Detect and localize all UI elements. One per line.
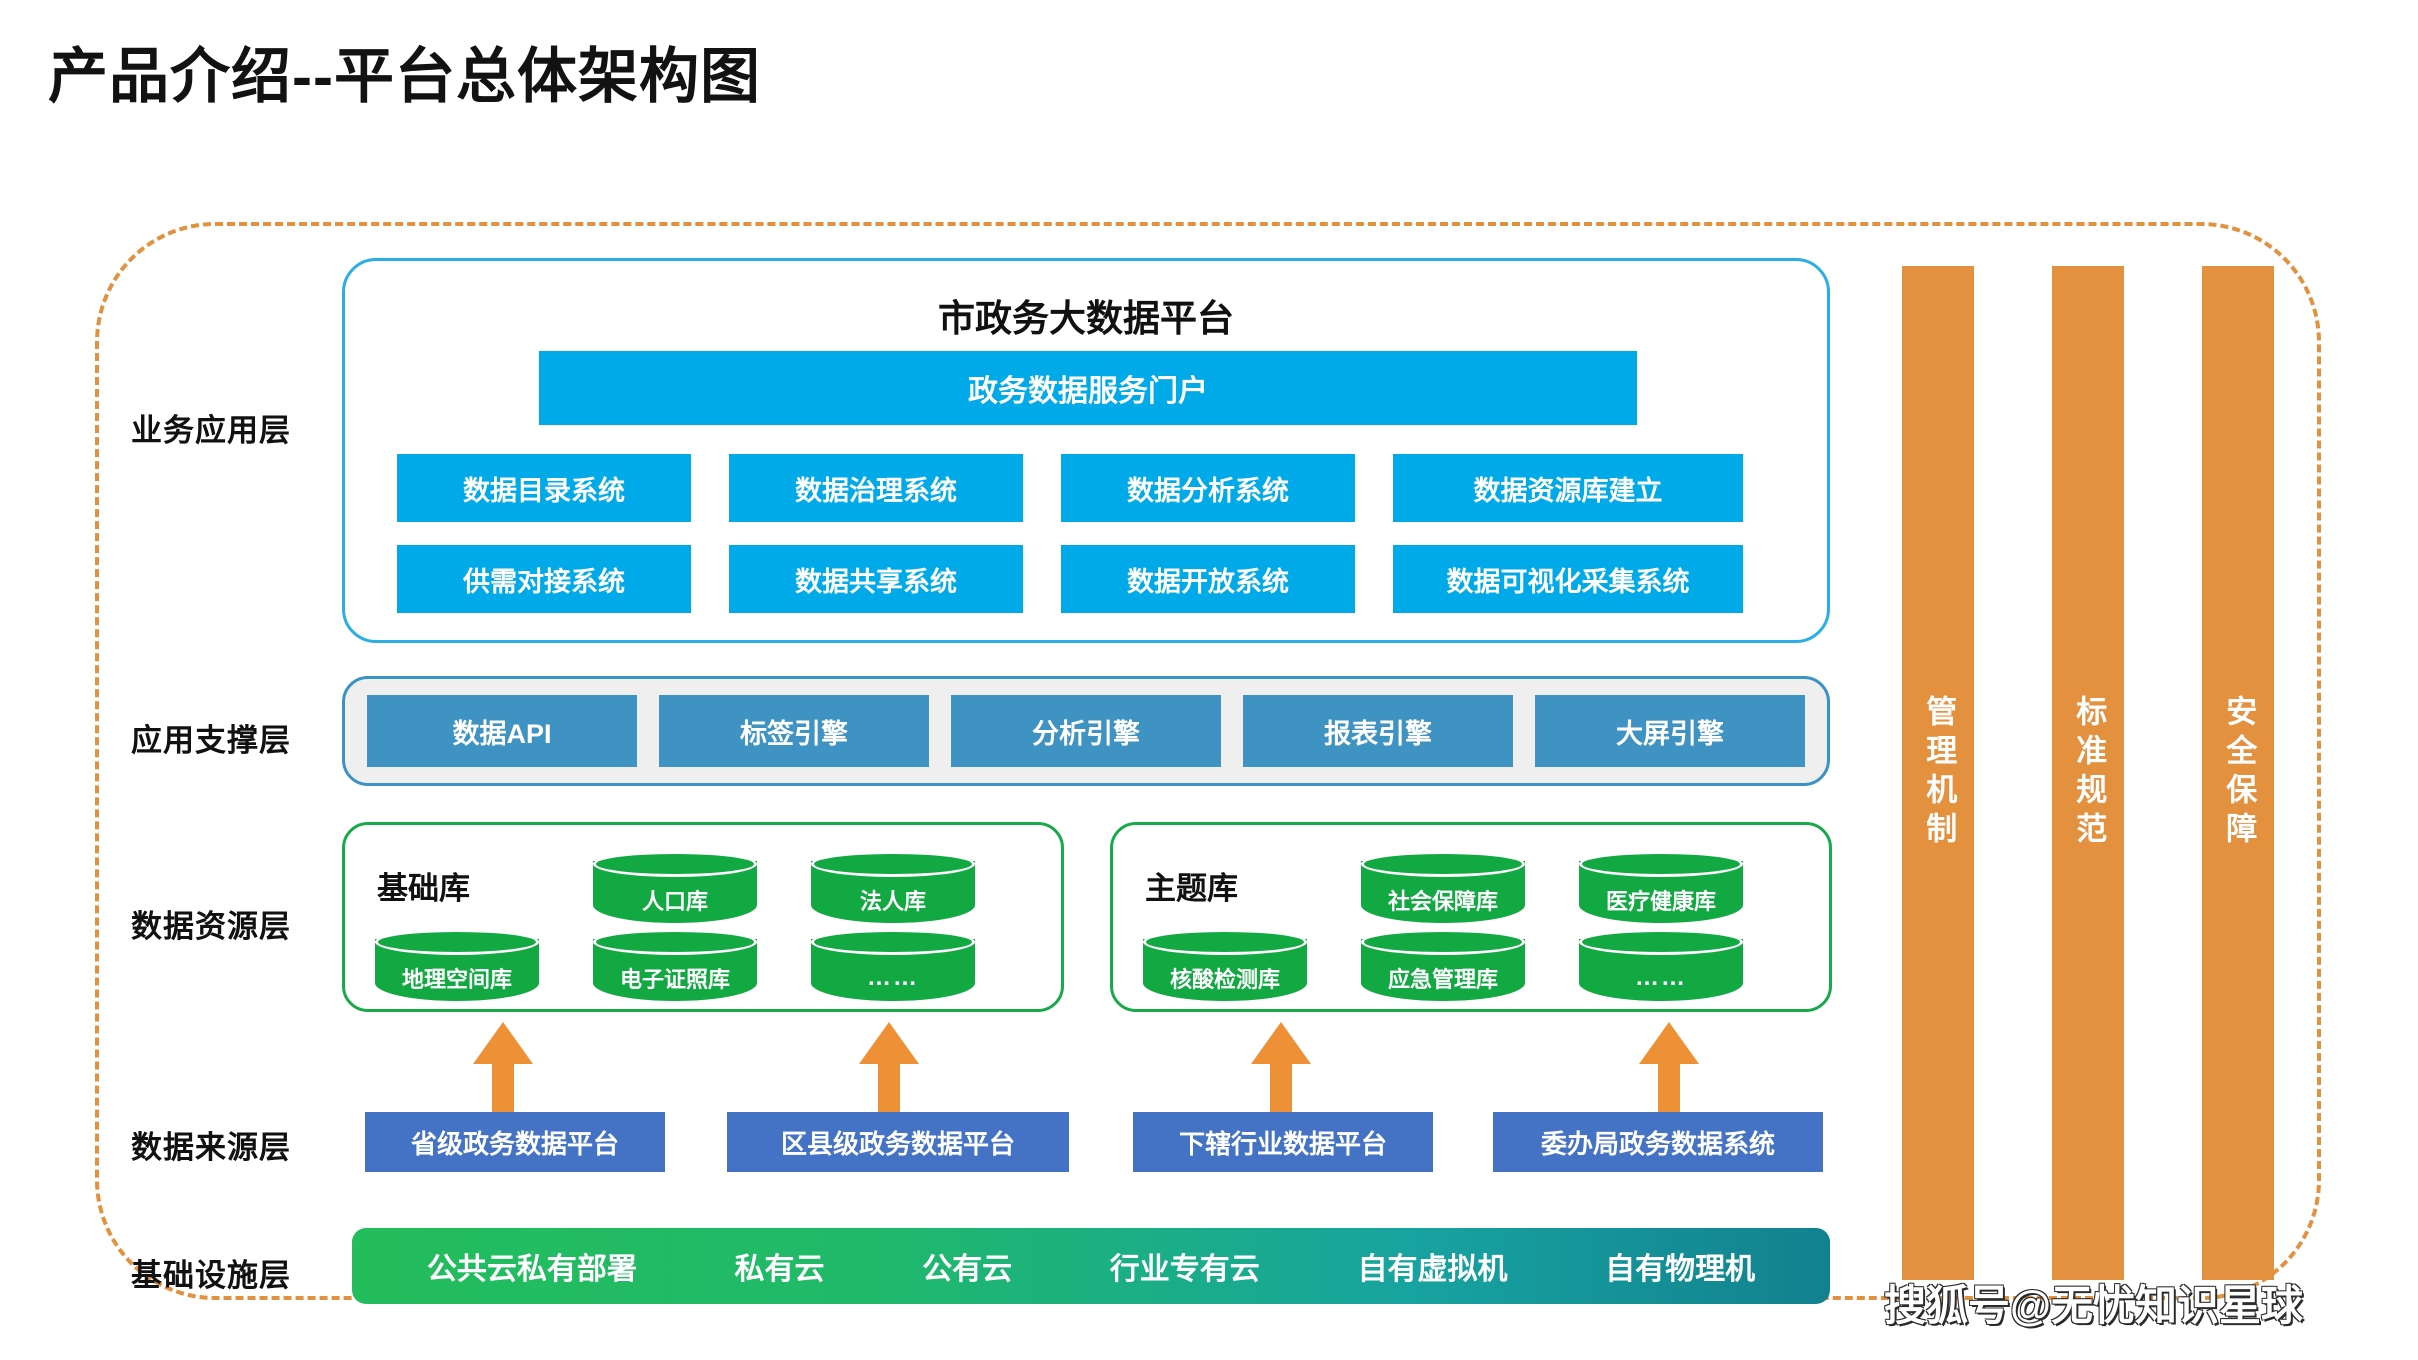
cylinder-top-ellipse: [1361, 851, 1525, 877]
arrow-shaft: [1270, 1062, 1292, 1114]
cylinder-label: 社会保障库: [1387, 889, 1498, 914]
pillar-label: 安全保障: [2221, 695, 2257, 851]
platform-title: 市政务大数据平台: [938, 298, 1234, 339]
business-system-card[interactable]: 数据可视化采集系统: [1393, 545, 1743, 613]
business-system-card[interactable]: 数据共享系统: [729, 545, 1023, 613]
cylinder-label: ……: [867, 964, 919, 991]
cylinder-top-ellipse: [375, 929, 539, 955]
pillar-label: 标准规范: [2071, 695, 2107, 851]
arrow-shaft: [878, 1062, 900, 1114]
business-system-card[interactable]: 数据分析系统: [1061, 454, 1355, 522]
support-engine-card[interactable]: 数据API: [367, 695, 637, 767]
database-cylinder[interactable]: 医疗健康库: [1579, 851, 1743, 923]
infrastructure-layer: 公共云私有部署 私有云 公有云 行业专有云 自有虚拟机 自有物理机: [352, 1228, 1830, 1304]
source-platform-card[interactable]: 下辖行业数据平台: [1133, 1112, 1433, 1172]
arrow-shaft: [492, 1062, 514, 1114]
application-support-layer: 数据API 标签引擎 分析引擎 报表引擎 大屏引擎: [342, 676, 1830, 786]
layer-label-resource: 数据资源层: [131, 909, 291, 944]
infrastructure-item[interactable]: 行业专有云: [1109, 1253, 1260, 1286]
cylinder-label: ……: [1635, 964, 1687, 991]
business-system-card[interactable]: 数据开放系统: [1061, 545, 1355, 613]
layer-label-source: 数据来源层: [131, 1130, 291, 1165]
database-cylinder[interactable]: 电子证照库: [593, 929, 757, 1001]
watermark: 搜狐号@无忧知识星球: [1884, 1282, 2303, 1329]
upward-arrow-icon: [1251, 1022, 1311, 1114]
business-system-card[interactable]: 数据目录系统: [397, 454, 691, 522]
support-engine-card[interactable]: 分析引擎: [951, 695, 1221, 767]
layer-label-infrastructure: 基础设施层: [131, 1258, 291, 1293]
pillar-management-mechanism[interactable]: 管理机制: [1902, 266, 1974, 1280]
business-system-card[interactable]: 数据治理系统: [729, 454, 1023, 522]
arrow-head: [859, 1022, 919, 1064]
database-cylinder[interactable]: 地理空间库: [375, 929, 539, 1001]
infrastructure-item[interactable]: 自有虚拟机: [1357, 1253, 1508, 1286]
support-engine-card[interactable]: 报表引擎: [1243, 695, 1513, 767]
infrastructure-item[interactable]: 公有云: [922, 1253, 1013, 1286]
cylinder-top-ellipse: [593, 929, 757, 955]
source-platform-card[interactable]: 省级政务数据平台: [365, 1112, 665, 1172]
cylinder-top-ellipse: [593, 851, 757, 877]
database-cylinder[interactable]: 应急管理库: [1361, 929, 1525, 1001]
source-platform-card[interactable]: 委办局政务数据系统: [1493, 1112, 1823, 1172]
upward-arrow-icon: [859, 1022, 919, 1114]
business-system-card[interactable]: 供需对接系统: [397, 545, 691, 613]
database-cylinder[interactable]: 核酸检测库: [1143, 929, 1307, 1001]
arrow-head: [1251, 1022, 1311, 1064]
cylinder-top-ellipse: [1143, 929, 1307, 955]
database-cylinder[interactable]: 人口库: [593, 851, 757, 923]
database-cylinder[interactable]: ……: [811, 929, 975, 1001]
cylinder-top-ellipse: [1579, 929, 1743, 955]
resource-group-basic: 基础库 人口库 法人库 地理空间库 电子证照库 ……: [342, 822, 1064, 1012]
infrastructure-item[interactable]: 公共云私有部署: [426, 1253, 637, 1286]
arrow-head: [1639, 1022, 1699, 1064]
cylinder-label: 地理空间库: [401, 967, 512, 992]
portal-bar[interactable]: 政务数据服务门户: [539, 351, 1637, 425]
cylinder-label: 人口库: [641, 889, 708, 914]
cylinder-label: 核酸检测库: [1169, 967, 1280, 992]
arrow-head: [473, 1022, 533, 1064]
business-system-grid: 数据目录系统 数据治理系统 数据分析系统 数据资源库建立 供需对接系统 数据共享…: [397, 454, 1785, 636]
upward-arrow-icon: [473, 1022, 533, 1114]
cylinder-label: 法人库: [859, 889, 926, 914]
cylinder-label: 应急管理库: [1387, 967, 1498, 992]
pillar-security-assurance[interactable]: 安全保障: [2202, 266, 2274, 1280]
business-row-2: 供需对接系统 数据共享系统 数据开放系统 数据可视化采集系统: [397, 545, 1785, 613]
arrow-shaft: [1658, 1062, 1680, 1114]
page-title: 产品介绍--平台总体架构图: [48, 43, 761, 110]
business-system-card[interactable]: 数据资源库建立: [1393, 454, 1743, 522]
business-application-layer: 市政务大数据平台 政务数据服务门户 数据目录系统 数据治理系统 数据分析系统 数…: [342, 258, 1830, 643]
infrastructure-item[interactable]: 自有物理机: [1605, 1253, 1756, 1286]
support-engine-card[interactable]: 标签引擎: [659, 695, 929, 767]
cylinder-top-ellipse: [1361, 929, 1525, 955]
resource-group-title: 主题库: [1145, 871, 1238, 906]
source-platform-card[interactable]: 区县级政务数据平台: [727, 1112, 1069, 1172]
business-row-1: 数据目录系统 数据治理系统 数据分析系统 数据资源库建立: [397, 454, 1785, 522]
upward-arrow-icon: [1639, 1022, 1699, 1114]
layer-label-support: 应用支撑层: [131, 723, 291, 758]
cylinder-top-ellipse: [811, 929, 975, 955]
resource-group-title: 基础库: [377, 871, 470, 906]
cylinder-label: 电子证照库: [619, 967, 730, 992]
database-cylinder[interactable]: 社会保障库: [1361, 851, 1525, 923]
pillar-standard-specification[interactable]: 标准规范: [2052, 266, 2124, 1280]
resource-group-theme: 主题库 社会保障库 医疗健康库 核酸检测库 应急管理库 ……: [1110, 822, 1832, 1012]
pillar-label: 管理机制: [1921, 695, 1957, 851]
cylinder-label: 医疗健康库: [1605, 889, 1716, 914]
support-engine-card[interactable]: 大屏引擎: [1535, 695, 1805, 767]
infrastructure-item[interactable]: 私有云: [734, 1253, 825, 1286]
database-cylinder[interactable]: 法人库: [811, 851, 975, 923]
database-cylinder[interactable]: ……: [1579, 929, 1743, 1001]
cylinder-top-ellipse: [1579, 851, 1743, 877]
cylinder-top-ellipse: [811, 851, 975, 877]
layer-label-business: 业务应用层: [131, 413, 291, 448]
